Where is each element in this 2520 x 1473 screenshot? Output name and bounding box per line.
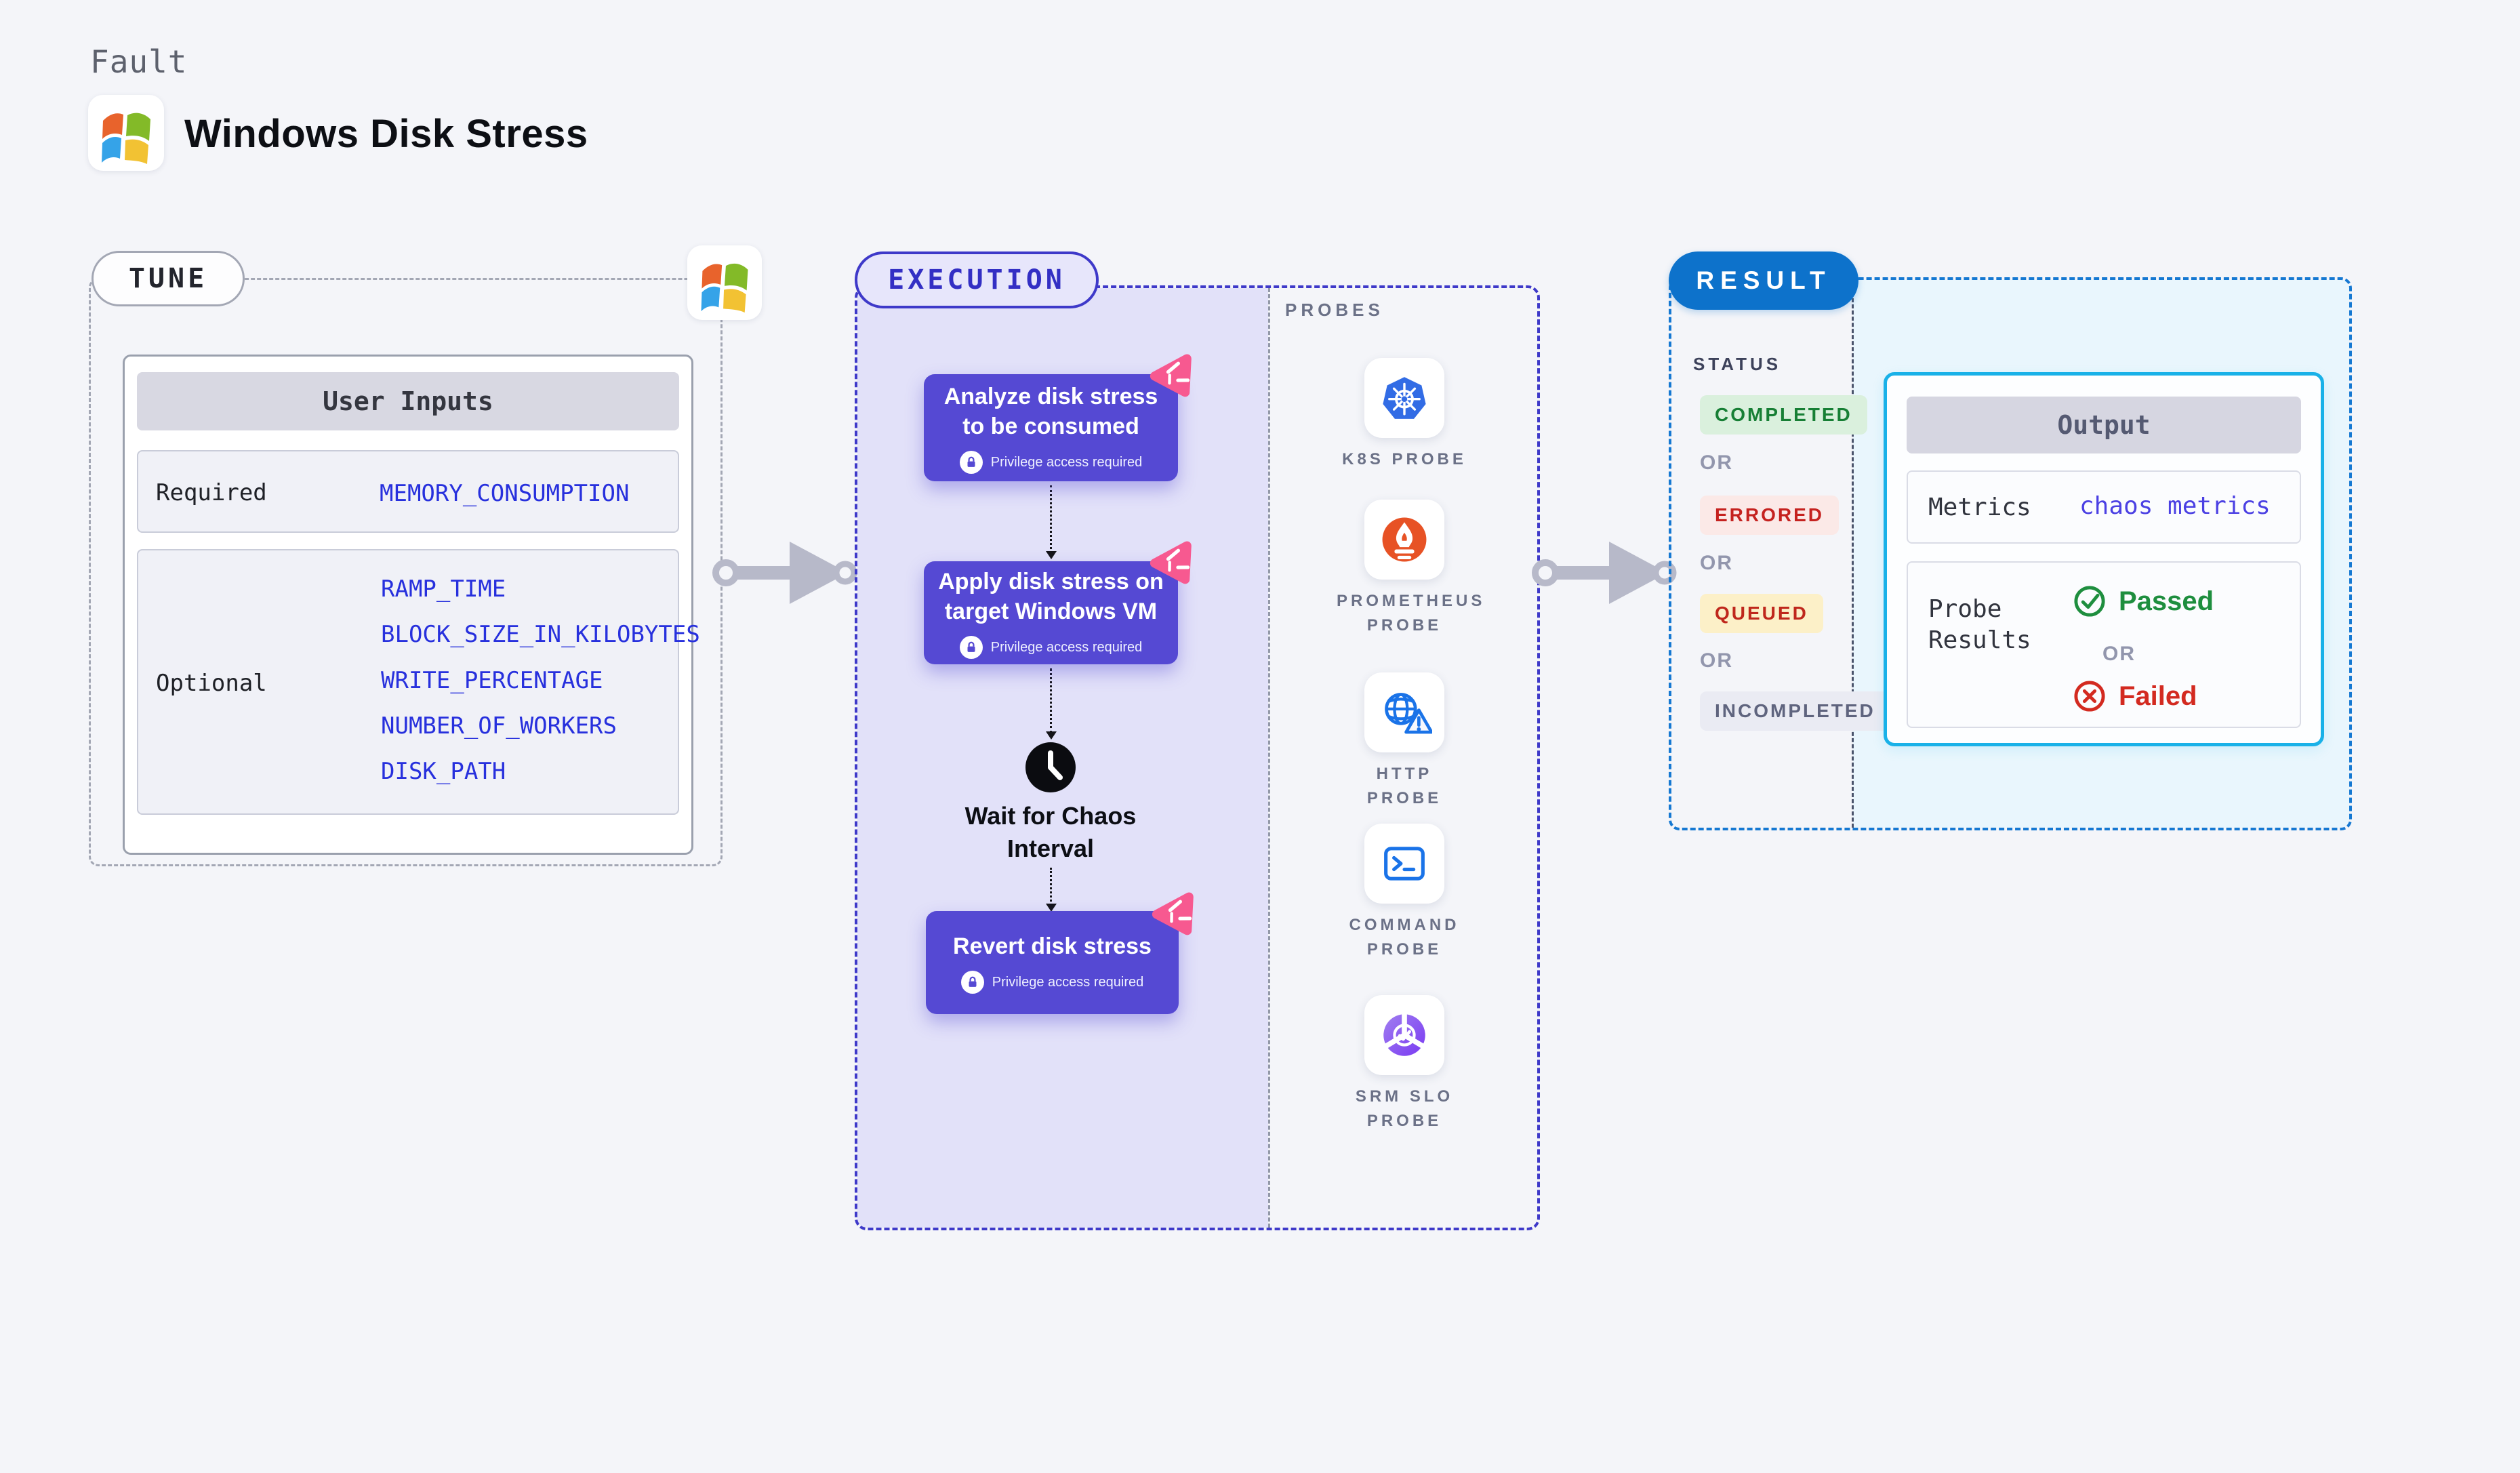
- flow-connector-down: [1046, 485, 1057, 559]
- optional-value: RAMP_TIME: [381, 576, 506, 603]
- passed-indicator: Passed: [2073, 584, 2214, 618]
- or-separator: OR: [2102, 643, 2136, 665]
- check-circle-icon: [2074, 586, 2105, 617]
- status-badge-queued: QUEUED: [1700, 594, 1823, 633]
- prometheus-icon: [1382, 517, 1427, 562]
- probe-label-k8s: K8S PROBE: [1342, 450, 1467, 468]
- kubernetes-icon: [1383, 377, 1426, 419]
- probe-card-command: [1364, 824, 1444, 904]
- failed-indicator: Failed: [2073, 679, 2197, 713]
- privilege-badge-text: Privilege access required: [990, 639, 1143, 655]
- or-separator: OR: [1700, 451, 1733, 474]
- probes-title: PROBES: [1285, 300, 1384, 320]
- tune-pill-label: TUNE: [128, 263, 208, 294]
- optional-value: WRITE_PERCENTAGE: [381, 667, 603, 694]
- required-label: Required: [156, 479, 267, 506]
- probe-card-prometheus: [1364, 500, 1444, 580]
- lock-icon: [959, 451, 983, 474]
- step-apply-title: Apply disk stress on: [938, 569, 1164, 594]
- clock-icon: [1025, 742, 1076, 792]
- terminal-icon: [1384, 847, 1425, 881]
- flow-arrow-icon: [1530, 535, 1677, 611]
- failed-label: Failed: [2119, 681, 2197, 711]
- metrics-row: [1907, 470, 2301, 544]
- probe-results-label-line1: Probe: [1928, 595, 2002, 623]
- execution-section: [855, 285, 1540, 1230]
- flow-arrow-icon: [711, 535, 857, 611]
- metrics-value: chaos metrics: [2079, 492, 2271, 520]
- step-apply-title-line2: target Windows VM: [944, 599, 1158, 624]
- output-header: Output: [1907, 397, 2301, 453]
- or-separator: OR: [1700, 552, 1733, 574]
- probe-card-k8s: [1364, 358, 1444, 438]
- litmus-chaos-icon: [1149, 888, 1199, 935]
- x-circle-icon: [2074, 681, 2105, 712]
- result-pill-label: RESULT: [1696, 266, 1831, 294]
- windows-logo-small-icon: [687, 245, 762, 320]
- privilege-badge-text: Privilege access required: [992, 974, 1144, 990]
- optional-label: Optional: [156, 670, 267, 697]
- execution-pill-label: EXECUTION: [888, 264, 1065, 296]
- privilege-badge-text: Privilege access required: [990, 454, 1143, 470]
- step-analyze-title-line2: to be consumed: [962, 413, 1139, 439]
- optional-value: BLOCK_SIZE_IN_KILOBYTES: [381, 621, 700, 648]
- litmus-chaos-icon: [1147, 350, 1197, 397]
- required-row: [137, 450, 679, 533]
- probe-label-command: COMMAND PROBE: [1349, 916, 1460, 959]
- result-section: [1669, 277, 2352, 830]
- lock-icon: [959, 636, 983, 659]
- probe-card-http: [1364, 672, 1444, 752]
- step-apply-card: Apply disk stress on target Windows VM P…: [924, 561, 1178, 664]
- probe-card-srm-slo: [1364, 995, 1444, 1075]
- result-divider: [1852, 280, 1854, 828]
- step-revert-title: Revert disk stress: [953, 933, 1152, 959]
- page-title: Windows Disk Stress: [184, 112, 588, 156]
- metrics-label: Metrics: [1928, 493, 2031, 521]
- litmus-chaos-icon: [1147, 537, 1197, 584]
- step-analyze-card: Analyze disk stress to be consumed Privi…: [924, 374, 1178, 481]
- optional-value: NUMBER_OF_WORKERS: [381, 712, 617, 740]
- optional-value: DISK_PATH: [381, 758, 506, 785]
- or-separator: OR: [1700, 649, 1733, 672]
- wait-title-line2: Interval: [1007, 834, 1095, 862]
- probe-results-label: Probe Results: [1928, 594, 2031, 656]
- probe-label-srm-slo: SRM SLO PROBE: [1355, 1087, 1454, 1130]
- probe-label-http: HTTP PROBE: [1366, 765, 1442, 807]
- globe-warning-icon: [1385, 693, 1432, 734]
- probe-results-label-line2: Results: [1928, 626, 2031, 654]
- output-title: Output: [2057, 410, 2151, 440]
- result-section-pill: RESULT: [1669, 251, 1858, 310]
- flow-connector-down: [1046, 868, 1057, 912]
- flow-connector-down: [1046, 668, 1057, 740]
- step-revert-card: Revert disk stress Privilege access requ…: [926, 911, 1179, 1014]
- probes-divider: [1268, 288, 1270, 1228]
- status-badge-completed: COMPLETED: [1700, 395, 1867, 435]
- probe-label-prometheus: PROMETHEUS PROBE: [1337, 592, 1486, 634]
- wait-step-title: Wait for Chaos Interval: [949, 800, 1152, 865]
- status-badge-incompleted: INCOMPLETED: [1700, 691, 1890, 731]
- required-value: MEMORY_CONSUMPTION: [380, 480, 630, 507]
- tune-section-pill: TUNE: [92, 251, 245, 306]
- slo-pie-check-icon: [1383, 1011, 1426, 1056]
- status-badge-errored: ERRORED: [1700, 496, 1840, 535]
- fault-category-label: Fault: [90, 43, 188, 80]
- wait-title-line1: Wait for Chaos: [964, 802, 1137, 830]
- step-analyze-title: Analyze disk stress: [943, 384, 1158, 409]
- passed-label: Passed: [2119, 586, 2214, 616]
- execution-section-pill: EXECUTION: [855, 251, 1099, 308]
- windows-logo-icon: [88, 95, 164, 171]
- status-title: STATUS: [1693, 354, 1782, 374]
- user-inputs-header: User Inputs: [137, 372, 679, 430]
- optional-row: [137, 549, 679, 815]
- user-inputs-title: User Inputs: [323, 386, 493, 416]
- lock-icon: [960, 971, 984, 994]
